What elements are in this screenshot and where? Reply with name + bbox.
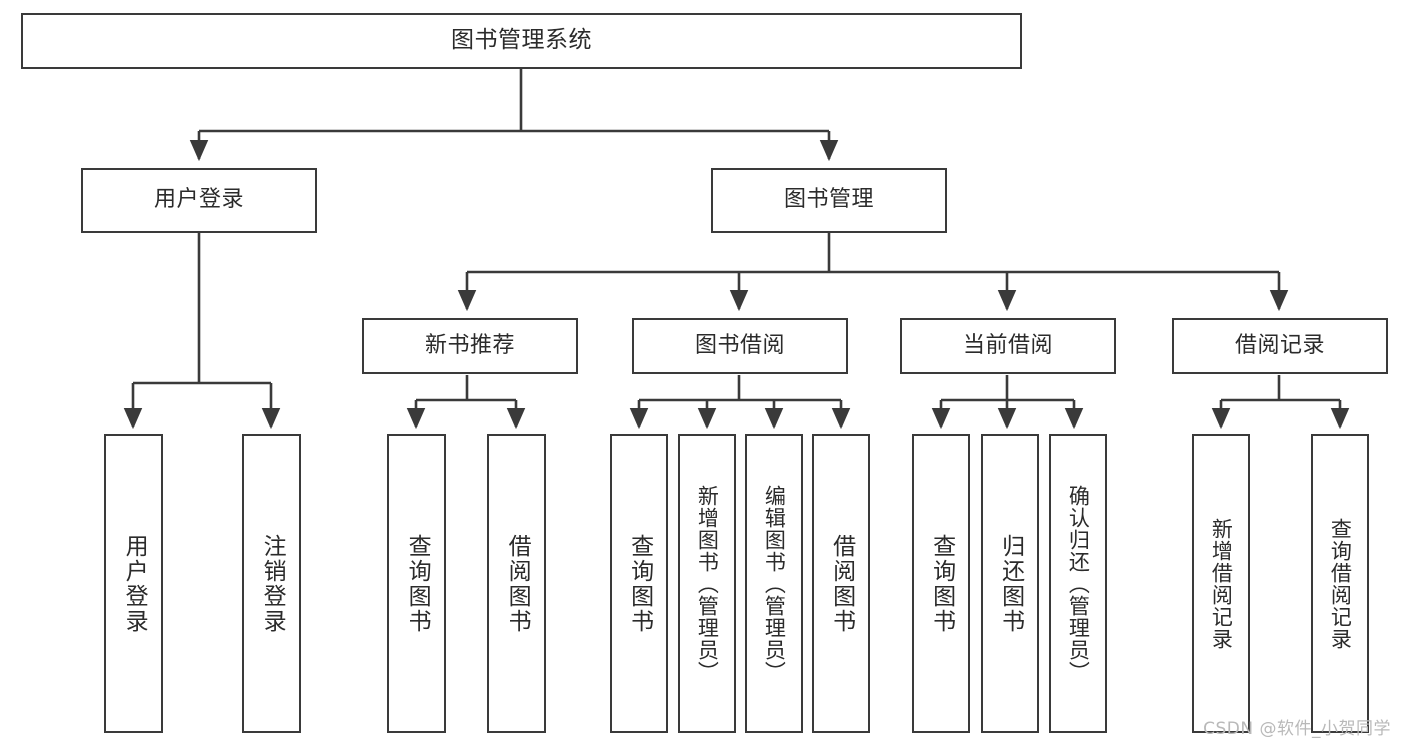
node-book-management[interactable]: 图书管理 — [711, 168, 947, 233]
node-label: 确认归还（管理员） — [1066, 484, 1091, 683]
node-label: 归还图书 — [997, 533, 1024, 634]
node-user-login[interactable]: 用户登录 — [81, 168, 317, 233]
leaf-borrow-record-add[interactable]: 新增借阅记录 — [1192, 434, 1250, 733]
csdn-watermark: CSDN @软件_小贺同学 — [1203, 719, 1391, 739]
node-label: 编辑图书（管理员） — [762, 484, 787, 683]
node-borrow-record[interactable]: 借阅记录 — [1172, 318, 1388, 374]
leaf-current-borrow-confirm[interactable]: 确认归还（管理员） — [1049, 434, 1107, 733]
leaf-borrow-record-query[interactable]: 查询借阅记录 — [1311, 434, 1369, 733]
node-label: 图书管理 — [783, 187, 874, 213]
node-label: 查询图书 — [928, 533, 955, 634]
node-current-borrow[interactable]: 当前借阅 — [900, 318, 1116, 374]
node-book-borrow[interactable]: 图书借阅 — [632, 318, 848, 374]
node-label: 查询借阅记录 — [1328, 517, 1353, 650]
node-label: 图书管理系统 — [451, 27, 592, 54]
node-label: 借阅图书 — [504, 533, 531, 634]
node-new-book-recommend[interactable]: 新书推荐 — [362, 318, 578, 374]
node-label: 查询图书 — [404, 533, 431, 634]
node-label: 当前借阅 — [962, 332, 1053, 358]
node-label: 图书借阅 — [694, 332, 785, 358]
node-label: 新增借阅记录 — [1209, 517, 1234, 650]
node-label: 注销登录 — [259, 533, 286, 634]
node-label: 借阅记录 — [1234, 332, 1325, 358]
leaf-book-borrow-add[interactable]: 新增图书（管理员） — [678, 434, 736, 733]
node-label: 用户登录 — [121, 533, 148, 634]
node-label: 新增图书（管理员） — [695, 484, 720, 683]
leaf-new-book-borrow[interactable]: 借阅图书 — [487, 434, 546, 733]
leaf-book-borrow-edit[interactable]: 编辑图书（管理员） — [745, 434, 803, 733]
node-label: 新书推荐 — [424, 332, 515, 358]
leaf-user-login-logout[interactable]: 注销登录 — [242, 434, 301, 733]
node-label: 用户登录 — [153, 187, 244, 213]
node-root-system[interactable]: 图书管理系统 — [21, 13, 1022, 69]
leaf-user-login-login[interactable]: 用户登录 — [104, 434, 163, 733]
leaf-book-borrow-borrow[interactable]: 借阅图书 — [812, 434, 870, 733]
leaf-new-book-query[interactable]: 查询图书 — [387, 434, 446, 733]
leaf-book-borrow-query[interactable]: 查询图书 — [610, 434, 668, 733]
leaf-current-borrow-query[interactable]: 查询图书 — [912, 434, 970, 733]
node-label: 借阅图书 — [828, 533, 855, 634]
node-label: 查询图书 — [626, 533, 653, 634]
leaf-current-borrow-return[interactable]: 归还图书 — [981, 434, 1039, 733]
